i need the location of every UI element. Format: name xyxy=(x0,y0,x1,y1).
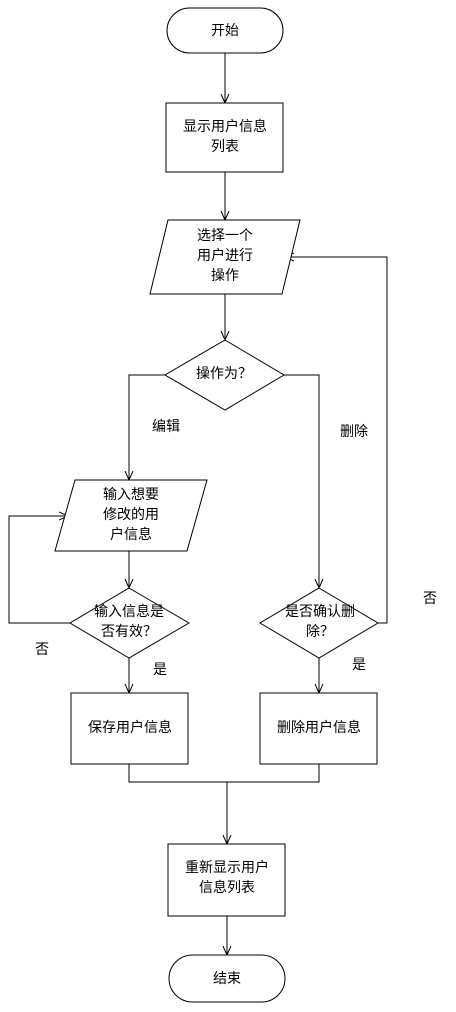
operation-label: 操作为？ xyxy=(196,366,252,382)
input-info-io: 输入想要 修改的用 户信息 xyxy=(54,479,208,552)
input-info-label-line2: 修改的用 xyxy=(103,507,159,523)
edge-label-valid-no: 否 xyxy=(35,642,49,658)
start-label: 开始 xyxy=(211,23,239,39)
edge-save-merge xyxy=(128,764,320,783)
select-user-label-line2: 用户进行 xyxy=(197,247,253,264)
select-user-label-line1: 选择一个 xyxy=(197,228,253,244)
edge-confirm-no-loop xyxy=(285,257,388,624)
end-label: 结束 xyxy=(213,971,241,987)
start-terminal: 开始 xyxy=(166,7,284,54)
save-info-process: 保存用户信息 xyxy=(70,692,189,765)
select-user-label-line3: 操作 xyxy=(211,268,239,284)
operation-decision: 操作为？ xyxy=(164,339,285,411)
input-info-label-line1: 输入想要 xyxy=(103,487,159,503)
edge-label-delete: 删除 xyxy=(340,424,368,440)
info-valid-label-line1: 输入信息是 xyxy=(94,603,164,620)
info-valid-label-line2: 否有效？ xyxy=(101,624,157,640)
confirm-delete-label-line1: 是否确认删 xyxy=(285,604,355,620)
show-list-label-line2: 列表 xyxy=(211,139,239,155)
edge-operation-to-delete xyxy=(284,374,319,588)
edge-operation-to-edit xyxy=(129,374,165,480)
edge-label-confirm-no: 否 xyxy=(423,591,437,607)
redisplay-process: 重新显示用户 信息列表 xyxy=(167,843,286,917)
select-user-io: 选择一个 用户进行 操作 xyxy=(149,219,301,295)
show-list-process: 显示用户信息 列表 xyxy=(165,102,284,173)
edge-label-confirm-yes: 是 xyxy=(352,657,366,673)
confirm-delete-decision: 是否确认删 除？ xyxy=(259,587,379,659)
info-valid-decision: 输入信息是 否有效？ xyxy=(69,587,190,659)
end-terminal: 结束 xyxy=(168,954,286,1003)
show-list-label-line1: 显示用户信息 xyxy=(183,118,267,135)
connectors xyxy=(8,53,388,955)
save-info-label: 保存用户信息 xyxy=(88,719,172,736)
edge-label-valid-yes: 是 xyxy=(153,662,167,678)
edge-label-edit: 编辑 xyxy=(152,419,180,435)
delete-info-process: 删除用户信息 xyxy=(259,692,378,765)
edge-valid-no-loop xyxy=(8,516,70,624)
redisplay-label-line2: 信息列表 xyxy=(199,879,255,896)
confirm-delete-label-line2: 除？ xyxy=(306,624,334,640)
delete-info-label: 删除用户信息 xyxy=(277,719,361,736)
redisplay-label-line1: 重新显示用户 xyxy=(185,859,269,876)
input-info-label-line3: 户信息 xyxy=(110,526,152,543)
edge-labels: 编辑 删除 否 是 否 是 xyxy=(35,419,437,678)
